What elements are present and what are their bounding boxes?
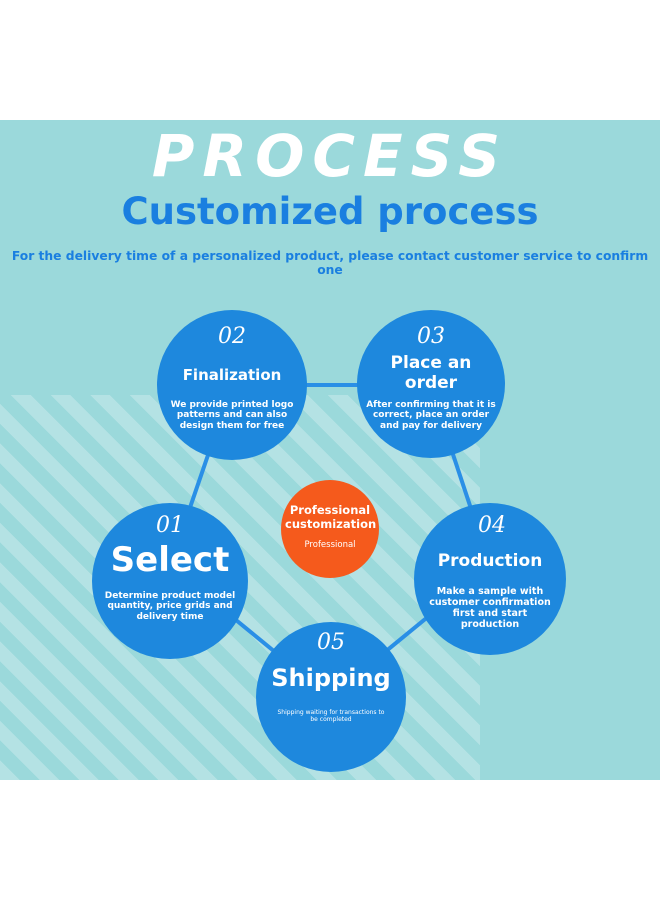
step-title: Finalization [182,366,282,384]
step-description: Make a sample with customer confirmation… [429,586,551,630]
page-title: PROCESS [151,122,509,190]
center-title: Professional customization [285,503,377,531]
step-description: Determine product model quantity, price … [104,591,236,622]
step-description: Shipping waiting for transactions to be … [277,709,385,723]
step-node-finalization: 02 Finalization We provide printed logo … [157,310,307,460]
step-title: Production [437,551,543,571]
step-number: 02 [218,324,246,349]
step-node-production: 04 Production Make a sample with custome… [414,503,566,655]
page-subtitle: Customized process [121,190,539,233]
step-node-place-order: 03 Place an order After confirming that … [357,310,505,458]
step-number: 01 [156,513,184,538]
center-node-professional: Professional customization Professional [281,480,379,578]
step-number: 04 [478,513,506,538]
step-title: Select [110,540,230,580]
center-subtitle: Professional [304,540,356,550]
step-number: 05 [317,630,345,655]
step-description: After confirming that it is correct, pla… [366,400,496,431]
step-title: Place an order [390,353,472,393]
step-node-shipping: 05 Shipping Shipping waiting for transac… [256,622,406,772]
delivery-note: For the delivery time of a personalized … [11,249,649,277]
step-title: Shipping [271,664,391,692]
step-description: We provide printed logo patterns and can… [170,400,294,431]
step-node-select: 01 Select Determine product model quanti… [92,503,248,659]
step-number: 03 [417,324,445,349]
